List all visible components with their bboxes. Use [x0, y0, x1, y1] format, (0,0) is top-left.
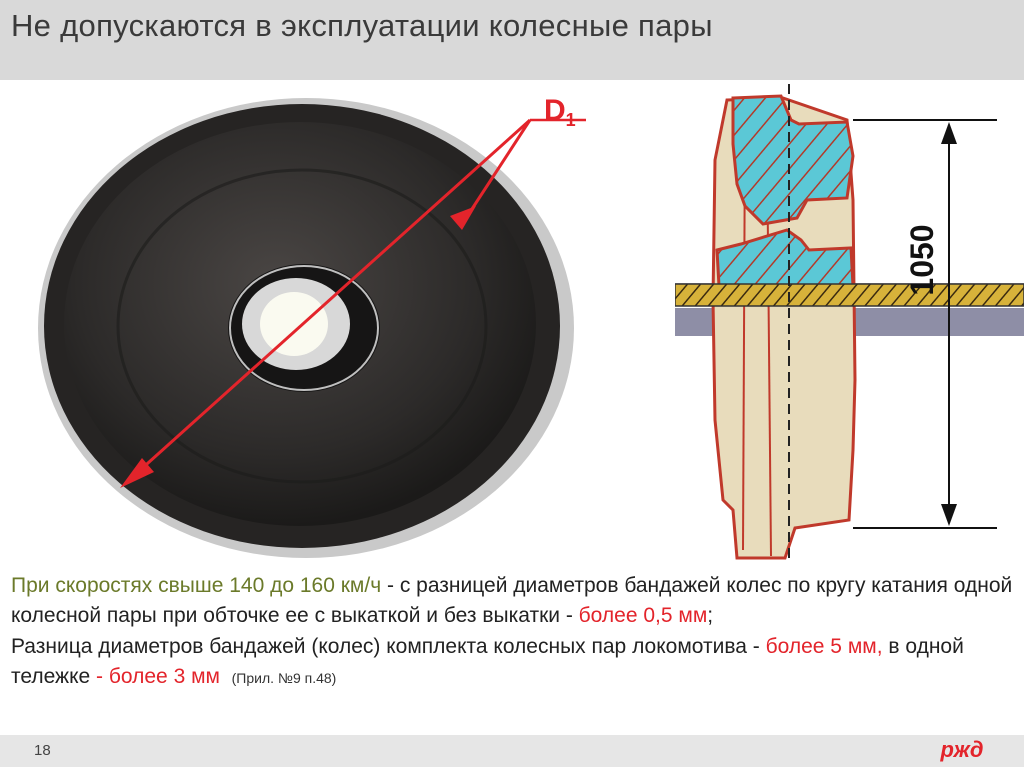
limit-text-2: более 5 мм, [765, 635, 883, 658]
footer-bar [0, 735, 1024, 767]
limit-text-1: более 0,5 мм [578, 603, 708, 627]
wheel-photo: D1 [38, 94, 586, 558]
paragraph-speed-rule: При скоростях свыше 140 до 160 км/ч - с … [11, 571, 1017, 630]
reference-note: (Прил. №9 п.48) [231, 669, 337, 686]
wheel-bore [260, 292, 328, 356]
slide-title: Не допускаются в эксплуатации колесные п… [11, 8, 713, 43]
title-bar [0, 0, 1024, 80]
text-block: При скоростях свыше 140 до 160 км/ч - с … [11, 571, 1017, 693]
dimension-1050-label: 1050 [904, 224, 940, 295]
svg-text:ржд: ржд [940, 737, 984, 762]
bogie-text: в одной тележке [11, 635, 964, 688]
diameter-arrow [120, 118, 586, 488]
rule-end: ; [707, 603, 714, 627]
rule-text: - с разницей диаметров бандажей колес по… [11, 574, 1013, 627]
speed-range-text: При скоростях свыше 140 до 160 км/ч [11, 574, 382, 597]
rzd-logo: ржд [940, 737, 984, 762]
axle [675, 283, 1024, 307]
tyre-section [731, 94, 855, 226]
page-number: 18 [34, 742, 51, 759]
paragraph-set-rule: Разница диаметров бандажей (колес) компл… [11, 632, 1017, 693]
wheel-section-diagram: 1050 [675, 84, 1024, 562]
limit-text-3: - более 3 мм [96, 664, 220, 688]
diameter-label: D1 [544, 94, 576, 130]
set-rule-text: Разница диаметров бандажей (колес) компл… [11, 635, 766, 658]
